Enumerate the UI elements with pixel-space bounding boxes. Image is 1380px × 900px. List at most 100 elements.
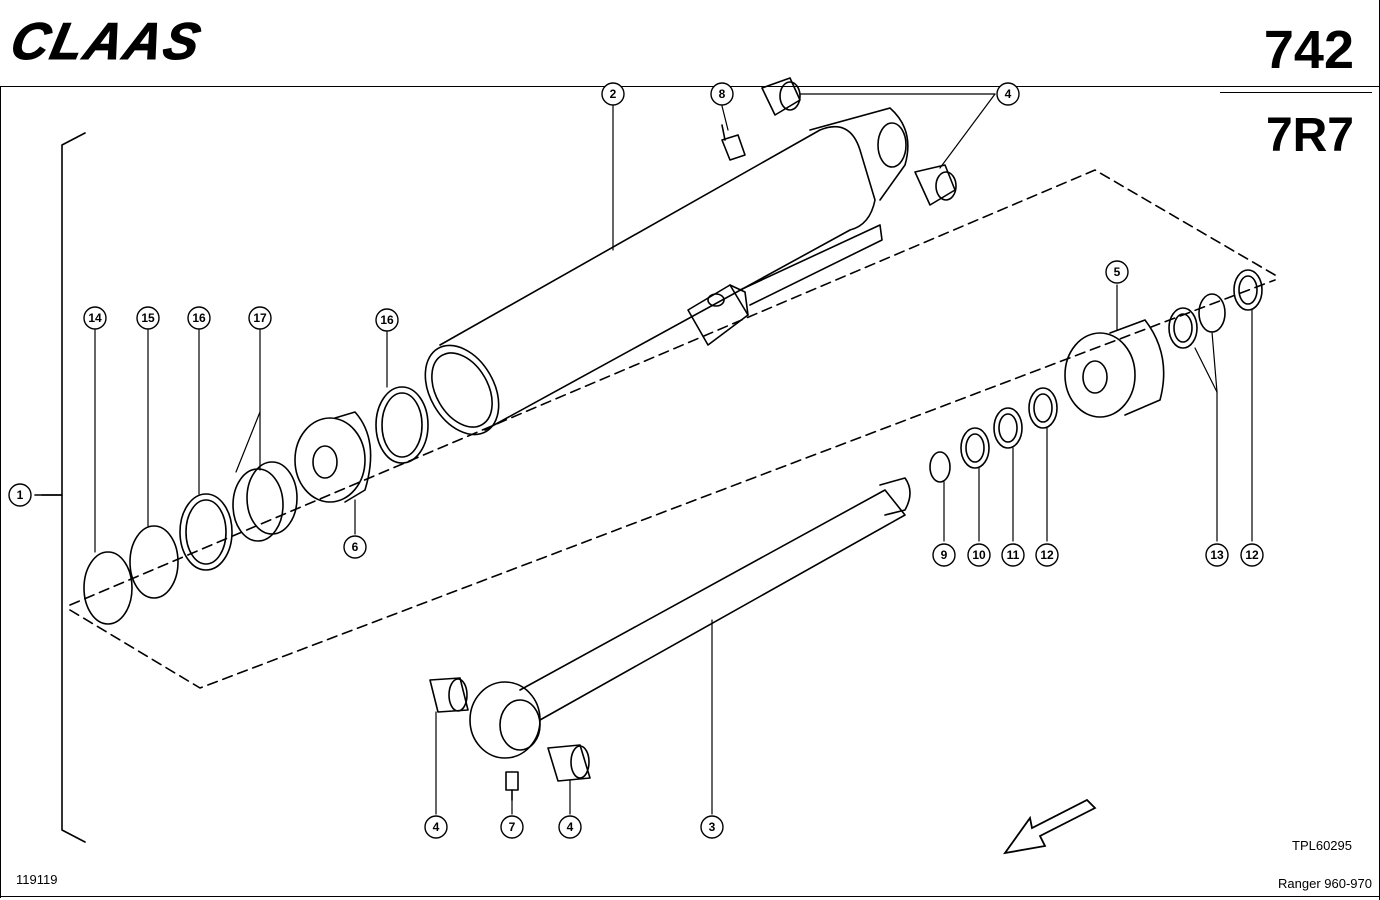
callout-circle — [996, 82, 1020, 106]
piston-6 — [294, 411, 372, 503]
callout-circle — [700, 815, 724, 839]
ring-17-b — [246, 461, 298, 535]
ring-16-right — [375, 386, 429, 464]
callout-15: 15 — [136, 306, 160, 330]
drawing-id: 119119 — [16, 872, 58, 887]
ring-12-a — [1028, 387, 1058, 429]
callout-16: 16 — [375, 308, 399, 332]
callout-circle — [1105, 260, 1129, 284]
callout-circle — [1205, 543, 1229, 567]
callout-number: 16 — [192, 311, 206, 325]
callout-number: 11 — [1007, 548, 1020, 562]
callout-number: 12 — [1245, 548, 1259, 562]
callout-circle — [1001, 543, 1025, 567]
callout-number: 6 — [352, 540, 359, 554]
group-code: 7R7 — [1265, 109, 1354, 162]
ring-15 — [129, 525, 179, 599]
callout-circle — [83, 306, 107, 330]
callout-13: 13 — [1205, 543, 1229, 567]
ring-16-left — [179, 493, 233, 571]
callout-circle — [248, 306, 272, 330]
callout-14: 14 — [83, 306, 107, 330]
ring-13-a — [1168, 307, 1198, 349]
ring-14 — [83, 551, 133, 625]
callout-circle — [343, 535, 367, 559]
page-number: 742 — [1263, 20, 1354, 80]
ring-11 — [993, 407, 1023, 449]
callout-7: 7 — [500, 815, 524, 839]
callout-circle — [601, 82, 625, 106]
callout-number: 13 — [1210, 548, 1224, 562]
callout-5: 5 — [1105, 260, 1129, 284]
ring-17-a — [232, 468, 284, 542]
callout-9: 9 — [932, 543, 956, 567]
callout-10: 10 — [967, 543, 991, 567]
callout-circle — [558, 815, 582, 839]
callout-circle — [1035, 543, 1059, 567]
bushing-4-top-b — [914, 164, 957, 206]
model-label: Ranger 960-970 — [1278, 876, 1372, 891]
callout-8: 8 — [710, 82, 734, 106]
gland-5 — [1064, 319, 1165, 418]
callout-number: 8 — [719, 87, 726, 101]
callout-circle — [424, 815, 448, 839]
leader-lines — [94, 93, 1253, 815]
callout-circle — [967, 543, 991, 567]
frame-top-rule — [0, 86, 1380, 87]
callout-12: 12 — [1035, 543, 1059, 567]
callout-number: 5 — [1114, 265, 1121, 279]
callout-number: 4 — [567, 820, 574, 834]
frame-left-rule — [0, 86, 1, 898]
callout-number: 4 — [1005, 87, 1012, 101]
callout-12: 12 — [1240, 543, 1264, 567]
ring-10 — [960, 427, 990, 469]
header-divider — [1220, 92, 1372, 93]
cylinder-barrel — [424, 107, 909, 436]
callout-11: 11 — [1001, 543, 1025, 567]
figure-reference: TPL60295 — [1292, 838, 1352, 853]
callout-number: 16 — [380, 313, 394, 327]
callout-number: 9 — [941, 548, 948, 562]
assembly-envelope-lower — [69, 279, 1276, 689]
callout-circle — [500, 815, 524, 839]
callout-circle — [187, 306, 211, 330]
callout-number: 14 — [88, 311, 102, 325]
callout-16: 16 — [187, 306, 211, 330]
frame-bottom-rule — [0, 896, 1380, 897]
callout-circle — [710, 82, 734, 106]
callout-circle — [375, 308, 399, 332]
bushing-4-bottom-b — [547, 744, 591, 782]
bushing-4-top-a — [761, 77, 801, 116]
callout-number: 1 — [17, 488, 24, 502]
callout-3: 3 — [700, 815, 724, 839]
ring-9 — [929, 451, 951, 483]
callout-number: 2 — [610, 87, 617, 101]
callout-17: 17 — [248, 306, 272, 330]
callout-4: 4 — [996, 82, 1020, 106]
callout-number: 17 — [253, 311, 267, 325]
callout-number: 12 — [1040, 548, 1054, 562]
arrow-icon — [1002, 798, 1097, 855]
callout-1: 1 — [8, 483, 32, 507]
callout-4: 4 — [558, 815, 582, 839]
ring-13-b — [1198, 293, 1226, 333]
callout-number: 10 — [972, 548, 986, 562]
grease-nipple-8 — [721, 124, 746, 161]
callout-circle — [1240, 543, 1264, 567]
callout-number: 7 — [509, 820, 516, 834]
callout-4: 4 — [424, 815, 448, 839]
callout-circle — [136, 306, 160, 330]
bushing-4-bottom-a — [429, 677, 469, 713]
ring-12-b — [1233, 269, 1263, 311]
callout-number: 4 — [433, 820, 440, 834]
callout-2: 2 — [601, 82, 625, 106]
callout-6: 6 — [343, 535, 367, 559]
piston-rod — [469, 477, 911, 759]
bracket-item-1 — [34, 132, 86, 843]
callout-number: 3 — [709, 820, 716, 834]
grease-nipple-7 — [505, 771, 519, 801]
callout-circle — [932, 543, 956, 567]
